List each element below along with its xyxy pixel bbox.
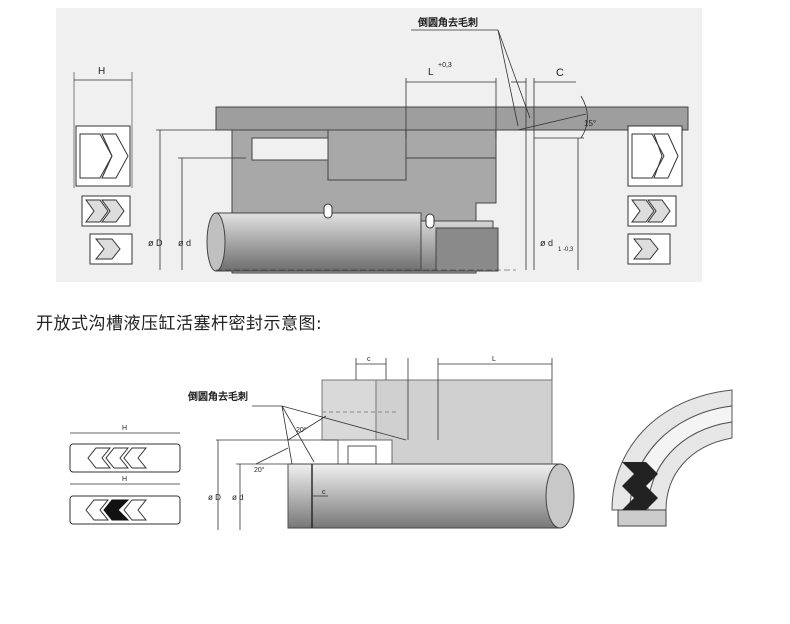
piston-rod <box>215 212 422 272</box>
left-seal-profile-single <box>89 233 133 265</box>
bottom-gland-block <box>375 379 553 469</box>
seal-groove <box>251 137 329 161</box>
left-seal-profile-vee <box>81 195 131 227</box>
phi-d-big-label: ø D <box>148 238 163 248</box>
gland-block <box>327 129 407 181</box>
l-tolerance-label: +0,3 <box>438 62 452 69</box>
bottom-l-label: L <box>492 356 496 363</box>
rod-collar <box>435 227 499 272</box>
o-ring-groove-2 <box>425 213 435 229</box>
phi-d1-label: ø d <box>540 238 553 248</box>
o-ring-groove-1 <box>323 203 333 219</box>
bottom-rod-end <box>545 463 575 529</box>
left-seal-profile-stack <box>75 125 131 187</box>
piston-rod-end <box>206 212 226 272</box>
bottom-seal-drawing: c L 倒圆角去毛刺 20° 20° ø D ø d c H <box>69 356 733 530</box>
bottom-angle-20-b: 20° <box>254 466 265 474</box>
bottom-c-rod-label: c <box>322 489 326 496</box>
gland-nose <box>405 129 497 159</box>
bottom-seal-set-1 <box>69 443 181 473</box>
curved-seal-perspective <box>611 389 733 527</box>
bottom-angle-20-a: 20° <box>296 426 307 434</box>
bottom-phi-d-big-label: ø D <box>208 493 221 502</box>
right-seal-profile-single <box>627 233 671 265</box>
diagram-caption: 开放式沟槽液压缸活塞杆密封示意图: <box>36 314 323 334</box>
phi-d-small-label: ø d <box>178 238 191 248</box>
l-dimension-label: L <box>428 67 434 78</box>
cylinder-head-plate <box>215 106 689 131</box>
phi-d1-sub-label: 1 -0,3 <box>558 247 574 253</box>
bottom-c-top-label: c <box>367 356 371 363</box>
h-dimension-label: H <box>98 66 105 77</box>
bottom-seal-set-2 <box>69 495 181 525</box>
bottom-drawing-panel: c L 倒圆角去毛刺 20° 20° ø D ø d c H <box>56 350 746 535</box>
chamfer-label: 倒圆角去毛刺 <box>417 16 478 29</box>
bottom-chamfer-label: 倒圆角去毛刺 <box>187 390 248 403</box>
bottom-h-label-2: H <box>122 476 127 483</box>
c-dimension-label: C <box>556 67 564 79</box>
bottom-groove-inner <box>347 445 377 465</box>
bottom-h-label-1: H <box>122 425 127 432</box>
bottom-piston-rod <box>287 463 561 529</box>
top-drawing-panel: L +0,3 C 倒圆角去毛刺 15° ø D ø d ø d 1 -0,3 H <box>56 8 702 282</box>
bottom-phi-d-small-label: ø d <box>232 493 244 502</box>
top-seal-drawing: L +0,3 C 倒圆角去毛刺 15° ø D ø d ø d 1 -0,3 H <box>73 16 689 274</box>
right-seal-profile-stack <box>627 125 683 187</box>
right-seal-profile-vee <box>627 195 677 227</box>
angle-15-label: 15° <box>584 119 596 128</box>
